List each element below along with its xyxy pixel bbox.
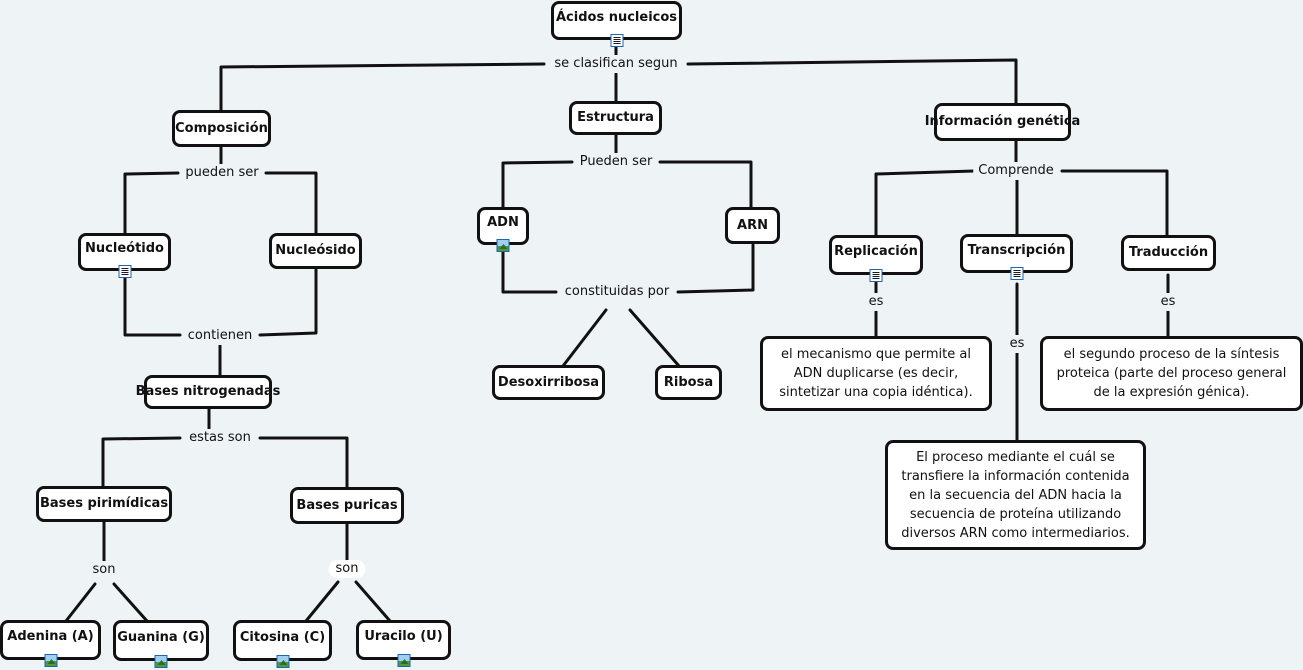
concept-acidos-nucleicos[interactable]: Ácidos nucleicos (551, 1, 682, 47)
concept-bases-pirimidicas[interactable]: Bases pirimídicas (36, 486, 172, 522)
document-icon[interactable] (118, 265, 131, 278)
concept-adenina[interactable]: Adenina (A) (0, 620, 101, 667)
concept-label: Uracilo (U) (364, 629, 443, 644)
link-son-pirimidicas: son (87, 561, 121, 579)
concept-label: Ácidos nucleicos (555, 9, 678, 25)
concept-replicacion[interactable]: Replicación (829, 235, 923, 282)
concept-label: Transcripción (967, 242, 1066, 258)
concept-label: Traducción (1128, 245, 1209, 260)
concept-label: Bases nitrogenadas (135, 384, 281, 399)
link-es-transcripcion: es (1004, 335, 1030, 353)
concept-label: Guanina (G) (117, 629, 205, 645)
concept-label: Bases puricas (296, 497, 398, 513)
concept-citosina[interactable]: Citosina (C) (233, 620, 332, 668)
concept-label: Nucleósido (275, 243, 356, 258)
link-se-clasifican-segun: se clasifican segun (549, 55, 683, 73)
image-icon[interactable] (276, 655, 289, 668)
description-replicacion[interactable]: el mecanismo que permite al ADN duplicar… (760, 336, 992, 411)
concept-label: ADN (487, 215, 519, 230)
image-icon[interactable] (44, 654, 57, 667)
concept-desoxirribosa[interactable]: Desoxirribosa (492, 365, 605, 400)
concept-composicion[interactable]: Composición (172, 110, 271, 147)
description-transcripcion[interactable]: El proceso mediante el cuál se transfier… (885, 440, 1146, 550)
image-icon[interactable] (496, 239, 510, 252)
document-icon[interactable] (1010, 267, 1023, 280)
concept-adn[interactable]: ADN (477, 207, 529, 252)
description-text: el mecanismo que permite al ADN duplicar… (779, 347, 973, 400)
link-es-replicacion: es (863, 293, 889, 311)
description-text: El proceso mediante el cuál se transfier… (901, 449, 1130, 541)
concept-uracilo[interactable]: Uracilo (U) (356, 620, 451, 667)
concept-label: Citosina (C) (239, 629, 326, 645)
concept-label: Información genética (924, 114, 1081, 129)
concept-guanina[interactable]: Guanina (G) (113, 620, 209, 668)
concept-label: Composición (175, 120, 268, 136)
concept-label: Ribosa (663, 374, 714, 390)
concept-traduccion[interactable]: Traducción (1121, 235, 1216, 271)
description-traduccion[interactable]: el segundo proceso de la síntesis protei… (1040, 336, 1303, 411)
concept-arn[interactable]: ARN (725, 207, 780, 244)
link-comprende: Comprende (973, 162, 1059, 180)
concept-transcripcion[interactable]: Transcripción (960, 234, 1073, 280)
concept-label: Nucleótido (85, 241, 164, 256)
concept-nucleotido[interactable]: Nucleótido (78, 233, 171, 278)
concept-bases-puricas[interactable]: Bases puricas (290, 487, 404, 524)
concept-label: Estructura (577, 110, 654, 125)
concept-label: Bases pirimídicas (39, 496, 169, 511)
concept-label: Replicación (834, 244, 918, 259)
concept-label: ARN (737, 217, 768, 233)
concept-nucleosido[interactable]: Nucleósido (269, 233, 362, 269)
link-contienen: contienen (182, 327, 258, 345)
document-icon[interactable] (869, 269, 883, 282)
concept-ribosa[interactable]: Ribosa (655, 365, 722, 400)
link-constituidas-por: constituidas por (559, 283, 675, 301)
image-icon[interactable] (154, 655, 168, 668)
image-icon[interactable] (397, 654, 410, 667)
concept-label: Desoxirribosa (497, 374, 600, 390)
concept-bases-nitrogenadas[interactable]: Bases nitrogenadas (136, 375, 280, 409)
link-es-traduccion: es (1155, 293, 1181, 311)
concept-informacion-genetica[interactable]: Información genética (925, 103, 1080, 141)
concept-estructura[interactable]: Estructura (569, 101, 662, 135)
link-son-puricas: son (328, 560, 366, 578)
concept-label: Adenina (A) (7, 629, 94, 644)
description-text: el segundo proceso de la síntesis protei… (1056, 347, 1287, 400)
link-pueden-ser-estructura: Pueden ser (574, 153, 658, 171)
link-pueden-ser: pueden ser (180, 164, 264, 182)
link-estas-son: estas son (184, 429, 256, 447)
document-icon[interactable] (610, 34, 623, 47)
